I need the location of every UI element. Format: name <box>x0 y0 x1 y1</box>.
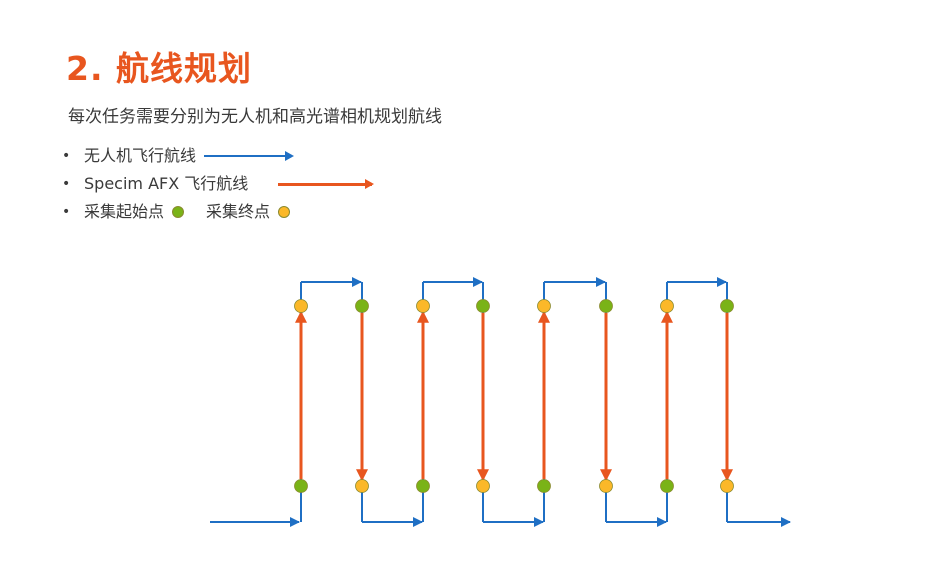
end-point-marker <box>537 299 551 313</box>
end-point-marker <box>476 479 490 493</box>
page-subtitle: 每次任务需要分别为无人机和高光谱相机规划航线 <box>68 107 442 127</box>
start-point-marker <box>537 479 551 493</box>
end-point-icon <box>278 206 291 218</box>
legend-drone-route-label: 无人机飞行航线 <box>84 146 197 165</box>
end-point-marker <box>355 479 369 493</box>
bullet-icon: • <box>62 148 71 164</box>
specim-route-group <box>295 310 733 482</box>
legend: • 无人机飞行航线 • Specim AFX 飞行航线 • 采集起始点 采集终点 <box>62 142 375 226</box>
end-point-marker <box>294 299 308 313</box>
start-point-marker <box>599 299 613 313</box>
start-point-marker <box>476 299 490 313</box>
points-group <box>294 299 734 493</box>
legend-start-point-label: 采集起始点 <box>84 202 165 221</box>
bullet-icon: • <box>62 204 71 220</box>
end-point-marker <box>720 479 734 493</box>
drone-route-arrow-icon <box>204 151 295 161</box>
bullet-icon: • <box>62 176 71 192</box>
legend-specim-route-label: Specim AFX 飞行航线 <box>84 174 249 193</box>
end-point-marker <box>599 479 613 493</box>
page-title: 2. 航线规划 <box>66 49 252 88</box>
end-point-marker <box>416 299 430 313</box>
start-point-marker <box>416 479 430 493</box>
specim-route-arrow-icon <box>278 178 375 189</box>
start-point-icon <box>172 206 185 218</box>
start-point-marker <box>660 479 674 493</box>
end-point-marker <box>660 299 674 313</box>
legend-item-specim-route: • Specim AFX 飞行航线 <box>62 170 375 198</box>
start-point-marker <box>355 299 369 313</box>
start-point-marker <box>720 299 734 313</box>
legend-item-drone-route: • 无人机飞行航线 <box>62 142 372 170</box>
legend-end-point-label: 采集终点 <box>206 202 271 221</box>
start-point-marker <box>294 479 308 493</box>
legend-item-points: • 采集起始点 采集终点 <box>62 198 372 226</box>
